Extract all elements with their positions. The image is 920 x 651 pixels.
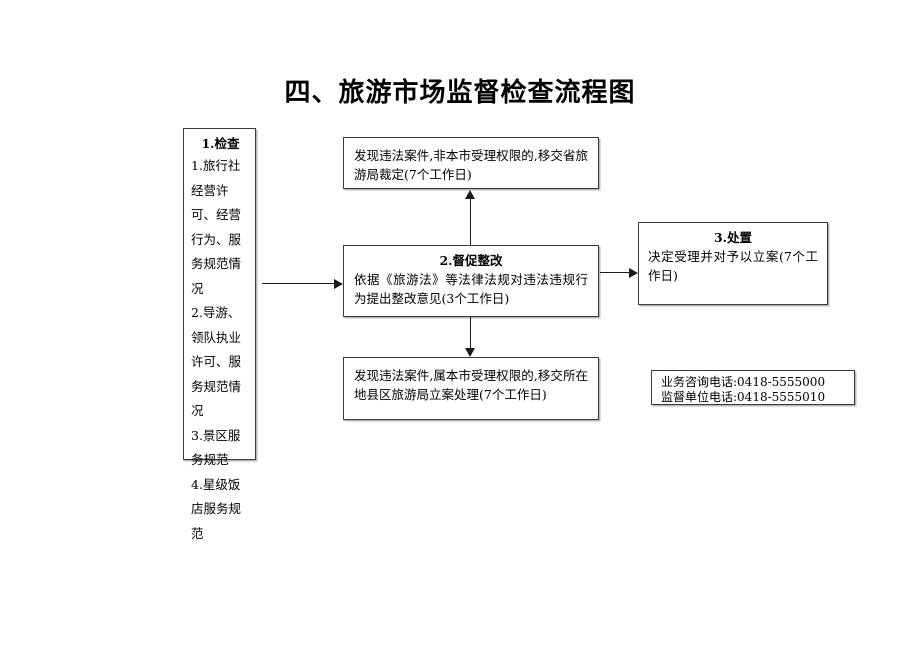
checklist-item-4: 4.星级饭店服务规范 <box>191 476 242 541</box>
contact-info-box: 业务咨询电话:0418-5555000 监督单位电话:0418-5555010 <box>651 370 855 405</box>
connector-supervise-to-province <box>470 198 471 245</box>
supervision-phone-line: 监督单位电话:0418-5555010 <box>661 390 826 404</box>
checklist-items: 1.旅行社经营许可、经营行为、服务规范情况 2.导游、领队执业许可、服务规范情况… <box>191 154 250 546</box>
arrowhead-supervise-to-disposal <box>629 268 638 278</box>
business-phone-line: 业务咨询电话:0418-5555000 <box>661 375 826 389</box>
connector-checklist-to-supervise <box>262 283 335 284</box>
checklist-item-2: 2.导游、领队执业许可、服务规范情况 <box>191 305 242 418</box>
transfer-to-county-box: 发现违法案件,属本市受理权限的,移交所在地县区旅游局立案处理(7个工作日) <box>343 357 599 420</box>
arrowhead-supervise-to-province <box>465 190 475 199</box>
supervise-rectification-text: 依据《旅游法》等法律法规对违法违规行为提出整改意见(3个工作日) <box>354 272 588 306</box>
arrowhead-supervise-to-county <box>465 348 475 357</box>
disposal-text: 决定受理并对予以立案(7个工作日) <box>648 249 818 283</box>
transfer-to-county-text: 发现违法案件,属本市受理权限的,移交所在地县区旅游局立案处理(7个工作日) <box>354 368 588 402</box>
supervise-rectification-heading: 2.督促整改 <box>439 253 503 268</box>
connector-supervise-to-county <box>470 317 471 349</box>
connector-supervise-to-disposal <box>600 272 630 273</box>
disposal-heading: 3.处置 <box>713 230 753 245</box>
disposal-box: 3.处置 决定受理并对予以立案(7个工作日) <box>638 222 828 305</box>
transfer-to-province-box: 发现违法案件,非本市受理权限的,移交省旅游局裁定(7个工作日) <box>343 137 599 189</box>
arrowhead-checklist-to-supervise <box>334 279 343 289</box>
checklist-item-1: 1.旅行社经营许可、经营行为、服务规范情况 <box>191 158 242 296</box>
transfer-to-province-text: 发现违法案件,非本市受理权限的,移交省旅游局裁定(7个工作日) <box>354 148 588 182</box>
supervise-rectification-box: 2.督促整改 依据《旅游法》等法律法规对违法违规行为提出整改意见(3个工作日) <box>343 245 599 317</box>
checklist-heading: 1.检查 <box>201 136 240 151</box>
checklist-box: 1.检查 1.旅行社经营许可、经营行为、服务规范情况 2.导游、领队执业许可、服… <box>183 128 256 541</box>
checklist-item-3: 3.景区服务规范 <box>191 427 241 468</box>
page-title: 四、旅游市场监督检查流程图 <box>284 78 636 108</box>
